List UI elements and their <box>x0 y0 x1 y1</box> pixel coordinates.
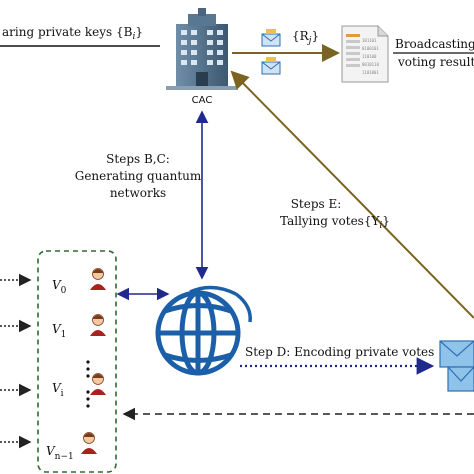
voter-label: Vi <box>52 381 64 399</box>
envelope-icon <box>261 57 281 75</box>
steps-e-label: Steps E: Tallying votes{Yi} <box>280 197 390 231</box>
svg-text:networks: networks <box>110 186 166 200</box>
svg-text:Tallying votes{Yi}: Tallying votes{Yi} <box>280 214 390 231</box>
vote-envelope-icon <box>439 340 474 368</box>
cac-building-icon <box>166 8 238 90</box>
voter-person-icon <box>81 432 97 454</box>
broadcast-label-line1: Broadcasting <box>395 37 474 51</box>
svg-text:101101: 101101 <box>362 38 377 43</box>
svg-text:110100: 110100 <box>362 54 377 59</box>
sharing-keys-label: aring private keys {Bi} <box>2 25 143 42</box>
svg-text:Steps B,C:: Steps B,C: <box>106 152 170 166</box>
step-d-label: Step D: Encoding private votes <box>245 345 434 359</box>
steps-bc-label: Steps B,C: Generating quantum networks <box>75 152 202 200</box>
envelope-icon <box>261 29 281 47</box>
globe-icon <box>155 290 241 376</box>
globe-back-icon <box>189 285 252 323</box>
voter-label: V0 <box>52 278 67 296</box>
svg-text:aring private keys {Bi}: aring private keys {Bi} <box>2 25 143 42</box>
svg-text:0010110: 0010110 <box>362 62 379 67</box>
svg-text:Steps E:: Steps E: <box>291 197 342 211</box>
result-document-icon: 101101 0100101 110100 0010110 1101001 <box>341 25 389 83</box>
results-set-label: {Rj} <box>292 29 319 46</box>
tally-arrow <box>230 70 474 319</box>
voter-person-icon <box>90 373 106 395</box>
svg-text:1101001: 1101001 <box>362 70 379 75</box>
voters-ellipsis <box>86 360 90 408</box>
cac-label: CAC <box>192 95 213 106</box>
voter-person-icon <box>90 314 106 336</box>
vote-envelope-icon <box>447 366 474 392</box>
voter-label: V1 <box>52 322 66 340</box>
voter-label: Vn−1 <box>46 444 74 462</box>
voters-group-box <box>37 250 117 473</box>
svg-text:0100101: 0100101 <box>362 46 379 51</box>
voter-person-icon <box>90 268 106 290</box>
broadcast-label-line2: voting result <box>397 55 474 69</box>
svg-text:Generating quantum: Generating quantum <box>75 169 202 183</box>
